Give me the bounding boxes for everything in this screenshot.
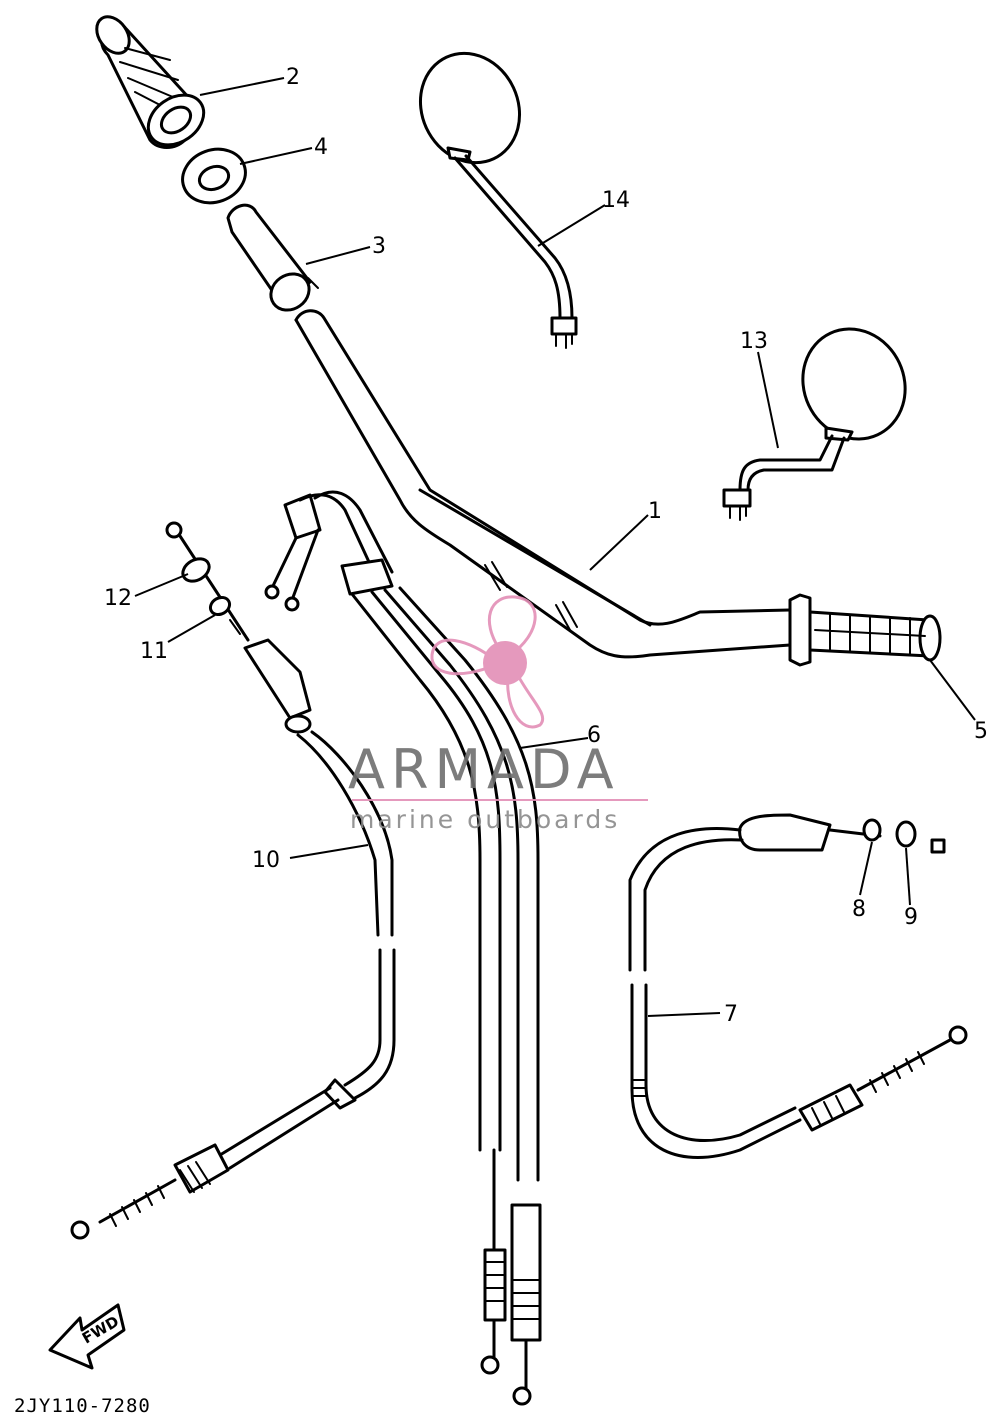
callout-2: 2 [286, 65, 300, 90]
callout-6: 6 [587, 723, 601, 748]
callout-1: 1 [648, 499, 662, 524]
callout-3: 3 [372, 234, 386, 259]
drawing-code: 2JY110-7280 [14, 1395, 151, 1417]
callout-9: 9 [904, 905, 918, 930]
callout-8: 8 [852, 897, 866, 922]
callout-leaders [134, 77, 976, 1017]
clutch-cable [70, 638, 396, 1240]
collar [181, 147, 247, 205]
callout-4: 4 [314, 135, 328, 160]
right-mirror [722, 327, 907, 521]
left-mirror [418, 51, 578, 349]
watermark-tagline: marine outboards [350, 805, 620, 834]
throttle-cables [264, 490, 542, 1406]
callout-13: 13 [740, 329, 768, 354]
callout-14: 14 [602, 188, 630, 213]
handlebar [294, 309, 942, 667]
cable-end-fittings [165, 521, 250, 642]
callout-5: 5 [974, 719, 988, 744]
throttle-sleeve [226, 203, 319, 312]
propeller-blade-left [430, 638, 497, 676]
callout-7: 7 [724, 1002, 738, 1027]
callout-labels: 1 2 3 4 5 6 7 8 9 10 11 12 13 14 [104, 65, 988, 1027]
propeller-blade-right [506, 667, 545, 729]
fwd-arrow-icon: FWD [48, 1303, 126, 1370]
callout-11: 11 [140, 639, 168, 664]
right-cable [628, 813, 968, 1159]
watermark-brand: ARMADA [348, 738, 620, 801]
watermark: ARMADA marine outboards [348, 595, 648, 834]
callout-12: 12 [104, 586, 132, 611]
propeller-blade-top [487, 595, 537, 657]
callout-10: 10 [252, 848, 280, 873]
propeller-logo-icon [430, 595, 545, 729]
left-grip [95, 15, 206, 149]
propeller-hub [483, 641, 527, 685]
